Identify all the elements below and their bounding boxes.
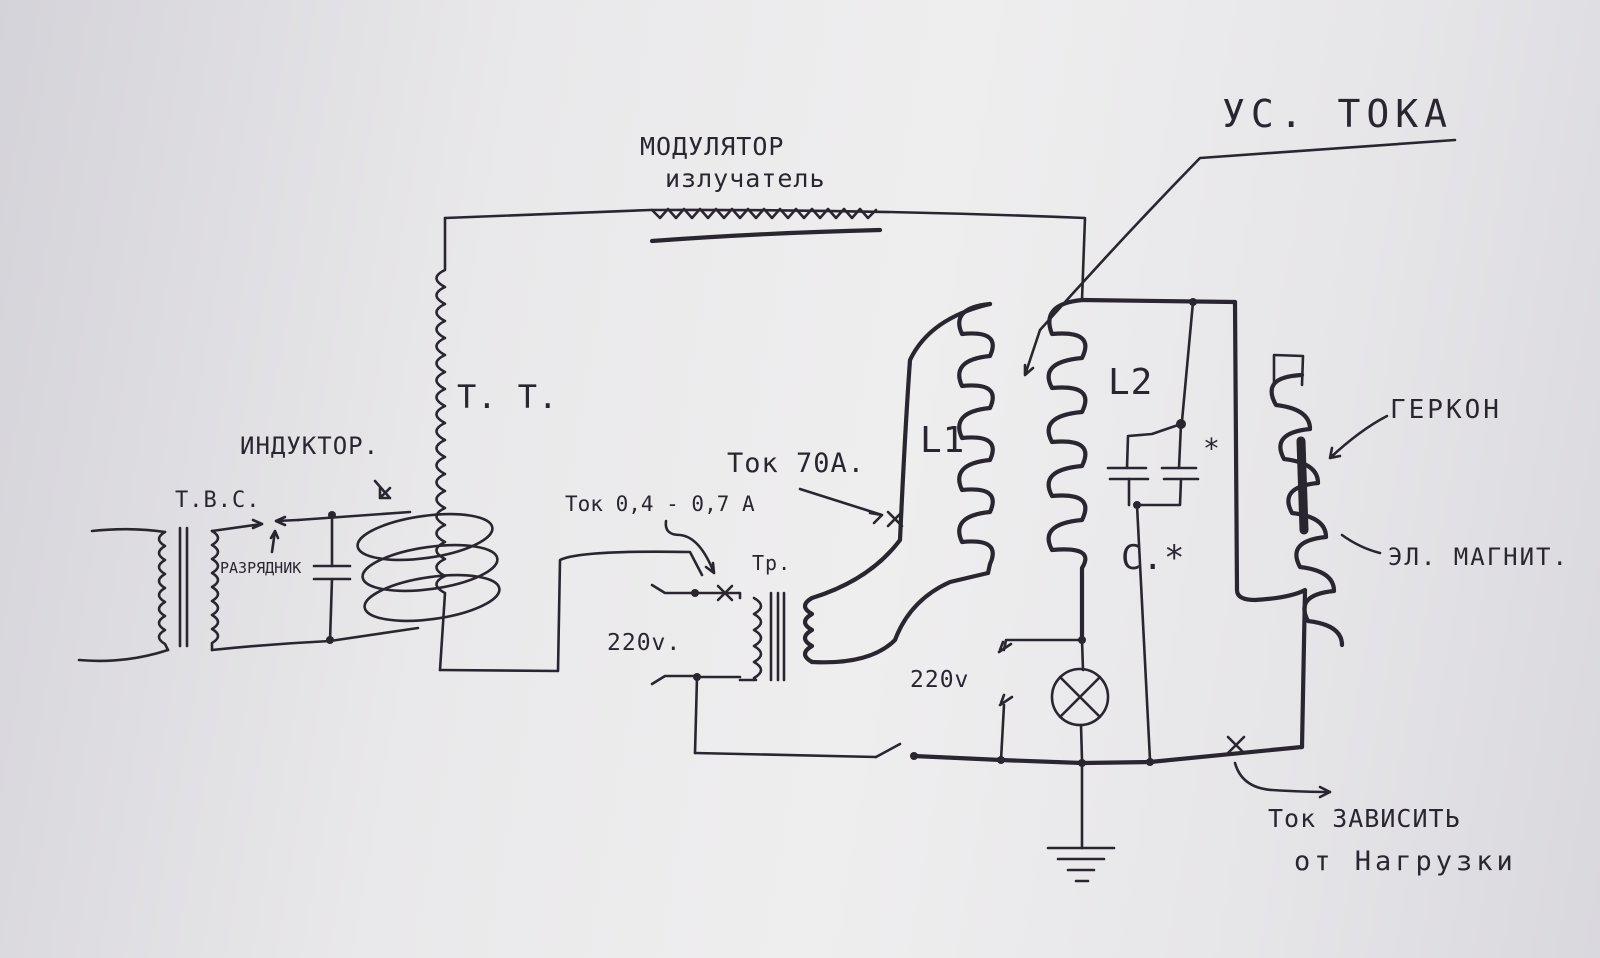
modulator-loop — [443, 207, 1087, 302]
l2-coil — [1046, 297, 1238, 643]
mains-right-terminal — [998, 693, 1014, 707]
current-70a-arrow — [798, 487, 884, 525]
magnet-pointer — [1340, 533, 1382, 555]
spark-gap-label: РАЗРЯДНИК — [220, 559, 302, 577]
reed-pointer — [1328, 414, 1389, 460]
l1-coil — [957, 301, 995, 576]
tr-primary-coil — [738, 596, 763, 682]
ground-symbol — [1046, 761, 1116, 883]
tt-label: Т. Т. — [457, 378, 559, 416]
transformer-label: Тр. — [752, 551, 792, 575]
electromagnet — [1232, 299, 1389, 750]
l1-label: L1 — [920, 420, 966, 461]
capacitor-star-label: * — [1203, 432, 1221, 465]
current-70a-label: Ток 70А. — [727, 448, 866, 479]
tvs-output-circuit — [210, 510, 420, 652]
lamp-circuit — [997, 636, 1110, 762]
reed-switch-label: ГЕРКОН — [1390, 395, 1502, 425]
current-amp-leader — [1023, 138, 1457, 377]
capacitor-network — [1106, 298, 1200, 762]
l2-label: L2 — [1108, 362, 1154, 403]
magnet-core-top — [1272, 353, 1305, 387]
load-current-label-1: Ток ЗАВИСИТЬ — [1268, 804, 1461, 833]
bottom-bus — [693, 735, 1332, 799]
modulator-plate — [649, 227, 883, 244]
electromagnet-label: ЭЛ. МАГНИТ. — [1388, 543, 1569, 571]
load-current-arrow — [1233, 761, 1332, 799]
modulator-label: МОДУЛЯТОР — [640, 132, 785, 161]
emitter-label: излучатель — [665, 164, 826, 193]
inductor-coil — [356, 479, 501, 623]
capacitor-label: С.* — [1121, 538, 1186, 578]
spark-gap-left-arrow — [251, 518, 264, 530]
measure-cross — [886, 510, 904, 528]
spark-gap-right-arrow — [274, 515, 300, 527]
tvs-transformer — [157, 526, 220, 652]
l1-loop — [798, 301, 993, 665]
measure-cross — [1226, 735, 1246, 755]
measure-cross — [716, 584, 734, 602]
mains-left-label: 220v. — [607, 630, 682, 656]
switch-blade — [874, 742, 902, 759]
tvs-label: Т.В.С. — [175, 488, 261, 513]
modulator-emitter-zigzag — [650, 207, 878, 220]
magnet-winding — [1269, 372, 1345, 648]
mains-left — [650, 519, 742, 755]
tt-coil — [435, 216, 447, 672]
tt-to-transformer — [438, 550, 704, 673]
tvs-secondary-coil — [210, 529, 220, 652]
reed-switch — [1296, 436, 1309, 535]
current-small-arrow — [664, 519, 716, 575]
current-amp-label: УС. ТОКА — [1222, 92, 1454, 136]
tvs-primary-coil — [157, 530, 170, 652]
load-current-label-2: от Нагрузки — [1294, 846, 1517, 877]
mains-right-terminal — [997, 640, 1013, 654]
current-small-label: Ток 0,4 - 0,7 А — [565, 492, 755, 516]
mains-right-label: 220v — [910, 667, 970, 693]
inductor-label: ИНДУКТОР. — [240, 432, 380, 460]
spark-gap-arrow — [269, 529, 280, 554]
tr-secondary-coil — [802, 595, 815, 665]
transformer-tr — [738, 591, 815, 682]
input-leads — [77, 527, 170, 663]
